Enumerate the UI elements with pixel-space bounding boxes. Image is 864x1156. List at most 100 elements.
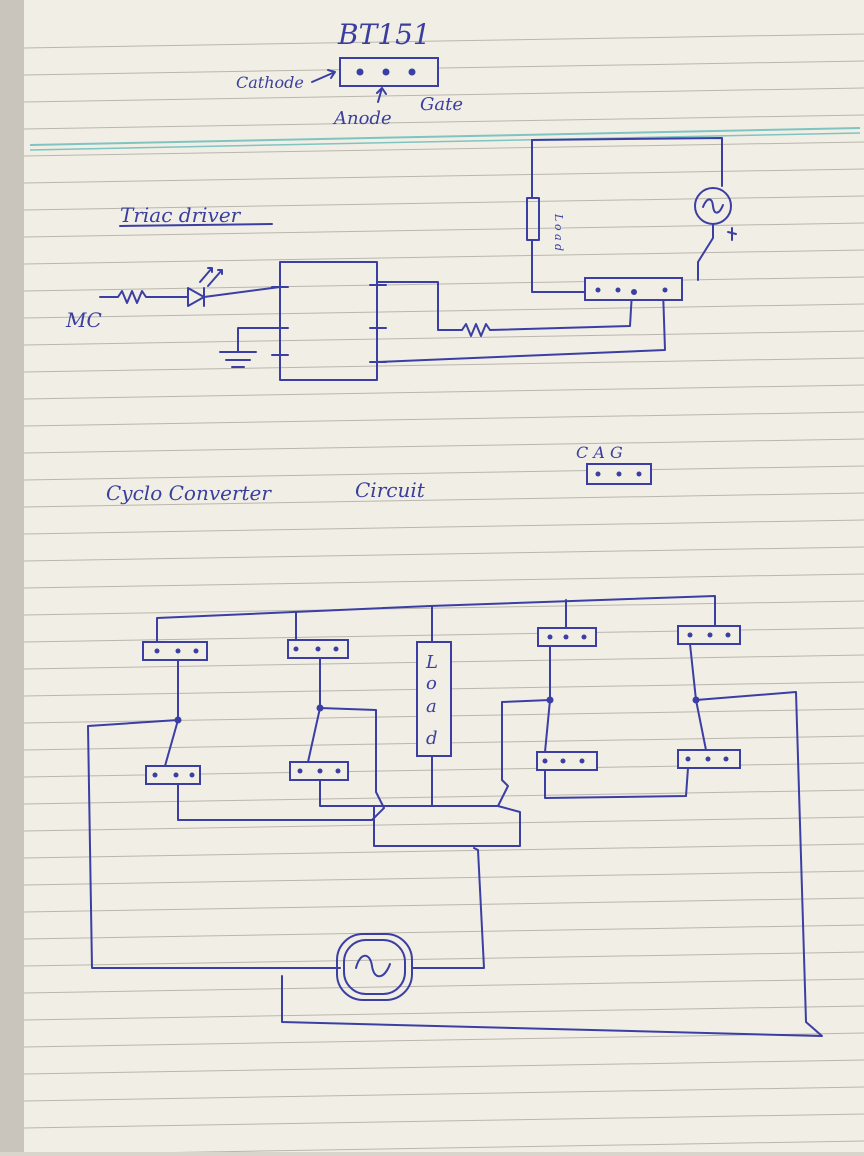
svg-text:o: o [552,224,565,231]
cyclo-converter-title: Cyclo Converter [106,481,272,505]
ruled-line [23,330,864,346]
right-bus-link [544,767,689,799]
ruled-line [23,870,864,886]
ac-sine-icon [355,954,391,978]
cag-pin-c [595,471,601,477]
cag-pin-g [636,471,642,477]
left-bus-link [319,779,385,807]
load-to-triac-wire [531,239,586,293]
triac-top-pin4 [662,287,668,293]
gate-label: Gate [420,94,463,115]
led-to-ic-wire [203,286,281,298]
inner-return-loop [411,847,485,969]
svg-text:a: a [552,234,565,241]
triac-top-package [584,277,683,301]
ruled-line [23,843,864,859]
circuit-title: Circuit [355,478,426,502]
plus-mark [727,227,737,241]
top-bus-wire [156,595,716,643]
binding-edge [0,0,24,1152]
cag-pin-a [616,471,622,477]
ruled-line [23,168,864,184]
led-diode-icon [187,267,223,307]
ac-source-inner [343,939,406,995]
svg-text:L: L [425,652,438,673]
ruled-line [23,924,864,940]
output-wire-top [376,281,463,331]
ruled-line [23,600,864,616]
mc-label: MC [65,308,102,332]
triac-top-pin1 [595,287,601,293]
ruled-line [23,87,864,103]
ruled-line [23,222,864,238]
gate-wire [489,291,633,331]
margin-line [29,127,861,146]
svg-text:o: o [426,673,437,694]
left-return-wire [177,707,385,821]
ruled-line [23,114,864,130]
moc-ic-body [279,261,378,381]
ruled-line [23,465,864,481]
ruled-line [23,1113,864,1129]
ruled-line [23,789,864,805]
cathode-label: Cathode [236,73,304,92]
ruled-line [23,978,864,994]
ruled-line [23,492,864,508]
triac-top-pin3 [631,289,637,295]
ruled-line [23,951,864,967]
scr-row-top [142,625,741,661]
ruled-line [23,276,864,292]
ruled-line [23,573,864,589]
cag-label: C A G [576,443,623,462]
ac-source-main-icon [336,933,413,1001]
bt151-title: BT151 [337,18,431,51]
ruled-line [23,1059,864,1075]
ruled-line [23,357,864,373]
right-return-wire [497,699,551,807]
ruled-line [23,1005,864,1021]
ruled-line [23,1086,864,1102]
bt151-pin-anode [382,68,390,76]
triac-top-pin2 [615,287,621,293]
load-top-label: L o a d [552,213,565,251]
load-main-label: L o a d [425,652,438,749]
output-wire-bottom [376,289,666,363]
ac-sine-top [702,198,724,214]
svg-text:L: L [552,213,565,221]
anode-arrow [376,87,387,103]
ruled-line [23,303,864,319]
ruled-line [23,519,864,535]
ruled-lines [23,33,864,1156]
ruled-line [23,249,864,265]
anode-label: Anode [332,108,392,129]
svg-text:d: d [552,244,565,251]
ruled-line [23,60,864,76]
top-loop-wire [531,137,723,187]
ruled-line [23,384,864,400]
ruled-line [23,816,864,832]
svg-text:a: a [426,696,437,717]
bt151-pin-gate [408,68,416,76]
junction-block [373,805,521,847]
source-to-triac-wire [697,223,714,281]
outer-right-loop [281,691,823,1037]
ruled-line [23,195,864,211]
ruled-line [23,141,864,157]
ground-icon [219,351,257,368]
ruled-line [23,438,864,454]
bt151-pin-cathode [356,68,364,76]
ruled-line [23,546,864,562]
triac-driver-underline [119,223,273,227]
input-resistor [99,290,189,304]
ruled-line [23,1032,864,1048]
margin-line-2 [29,132,861,151]
svg-text:d: d [426,728,438,749]
outer-left-loop [87,719,341,969]
ground-wire [237,327,281,353]
ruled-line [23,897,864,913]
ruled-line [23,33,864,49]
load-main-resistor [416,641,452,757]
gate-resistor [461,323,491,337]
